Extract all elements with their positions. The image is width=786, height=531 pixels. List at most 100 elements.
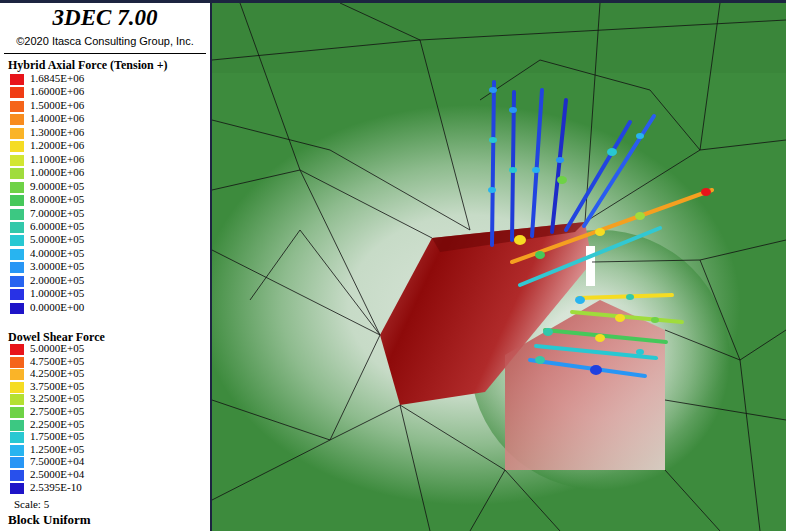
model-shape (250, 230, 380, 335)
model-shape (543, 328, 553, 336)
legend-value: 4.7500E+05 (30, 355, 84, 367)
model-shape (636, 133, 644, 139)
legend-swatch (10, 87, 24, 98)
legend-swatch (10, 276, 24, 287)
model-shape (330, 405, 505, 531)
legend-value: 2.7500E+05 (30, 405, 84, 417)
model-shape (586, 246, 595, 286)
legend-swatch (10, 470, 24, 481)
legend-value: 4.2500E+05 (30, 367, 84, 379)
legend-value: 7.5000E+04 (30, 455, 84, 467)
model-shape (595, 228, 605, 236)
legend-swatch (10, 457, 24, 468)
model-shape (651, 317, 659, 323)
model-shape (505, 300, 665, 470)
model-shape (590, 365, 602, 375)
model-shape (626, 294, 634, 300)
model-shape (584, 116, 654, 226)
model-shape (557, 176, 567, 184)
model-shape (700, 260, 740, 360)
legend-value: 4.0000E+05 (30, 247, 84, 259)
legend-swatch (10, 483, 24, 494)
model-shape (240, 3, 380, 335)
model-shape (532, 90, 542, 236)
legend-swatch (10, 209, 24, 220)
model-shape (514, 235, 526, 245)
legend-panel: 3DEC 7.00©2020 Itasca Consulting Group, … (0, 3, 210, 531)
joint-lines (212, 3, 786, 531)
model-shape (212, 120, 470, 230)
model-shape (535, 356, 545, 364)
model-shape (509, 107, 517, 113)
model-shape (212, 170, 300, 190)
legend-value: 1.7500E+05 (30, 430, 84, 442)
model-shape (578, 295, 672, 298)
model-shape (665, 470, 720, 531)
rock-bolts (492, 82, 712, 376)
model-shape (212, 250, 380, 500)
model-shape (575, 296, 585, 304)
legend-value: 6.0000E+05 (30, 220, 84, 232)
legend-value: 5.0000E+05 (30, 342, 84, 354)
legend-swatch (10, 155, 24, 166)
legend-swatch (10, 420, 24, 431)
legend-swatch (10, 432, 24, 443)
legend-swatch (10, 249, 24, 260)
legend-value: 1.6845E+06 (30, 72, 84, 84)
legend-swatch (10, 357, 24, 368)
model-shape (492, 82, 494, 245)
model-shape (212, 3, 786, 73)
legend-value: 3.7500E+05 (30, 380, 84, 392)
legend-swatch (10, 262, 24, 273)
legend-swatch (10, 168, 24, 179)
model-shape (400, 405, 430, 531)
legend-value: 3.2500E+05 (30, 392, 84, 404)
legend-value: 0.0000E+00 (30, 301, 84, 313)
model-shape (636, 349, 644, 355)
model-shape (532, 167, 540, 173)
model-shape (701, 188, 711, 196)
legend-value: 1.5000E+06 (30, 99, 84, 111)
model-shape (615, 314, 625, 322)
shear-markers (488, 87, 711, 375)
legend-swatch (10, 101, 24, 112)
model-shape (432, 222, 585, 252)
legend-swatch (10, 407, 24, 418)
legend-swatch (10, 114, 24, 125)
legend-swatch (10, 303, 24, 314)
legend-swatch (10, 182, 24, 193)
model-shape (512, 190, 712, 262)
legend-value: 1.1000E+06 (30, 153, 84, 165)
legend-value: 2.0000E+05 (30, 274, 84, 286)
legend-heading: Block Uniform (8, 512, 91, 528)
legend-value: 2.2500E+05 (30, 418, 84, 430)
legend-value: 2.5000E+04 (30, 468, 84, 480)
legend-swatch (10, 195, 24, 206)
model-shape (509, 167, 517, 173)
legend-swatch (10, 382, 24, 393)
model-shape (545, 330, 666, 342)
model-shape (700, 3, 720, 150)
model-shape (530, 360, 645, 376)
legend-value: 1.0000E+06 (30, 166, 84, 178)
legend-swatch (10, 235, 24, 246)
model-shape (665, 330, 786, 360)
legend-value: 2.5395E-10 (30, 481, 82, 493)
legend-swatch (10, 74, 24, 85)
legend-swatch (10, 369, 24, 380)
model-shape (595, 334, 605, 342)
legend-swatch (10, 128, 24, 139)
model-shape (212, 400, 330, 440)
legend-swatch (10, 394, 24, 405)
legend-value: 5.0000E+05 (30, 233, 84, 245)
scale-note: Scale: 5 (14, 498, 49, 510)
model-shape (556, 157, 564, 163)
model-shape (536, 346, 656, 358)
legend-value: 1.4000E+06 (30, 112, 84, 124)
model-shape (520, 228, 660, 285)
model-shape (489, 87, 497, 93)
model-shape (607, 148, 617, 156)
model-shape (512, 92, 514, 240)
model-shape (635, 212, 645, 220)
divider-line (4, 53, 206, 54)
